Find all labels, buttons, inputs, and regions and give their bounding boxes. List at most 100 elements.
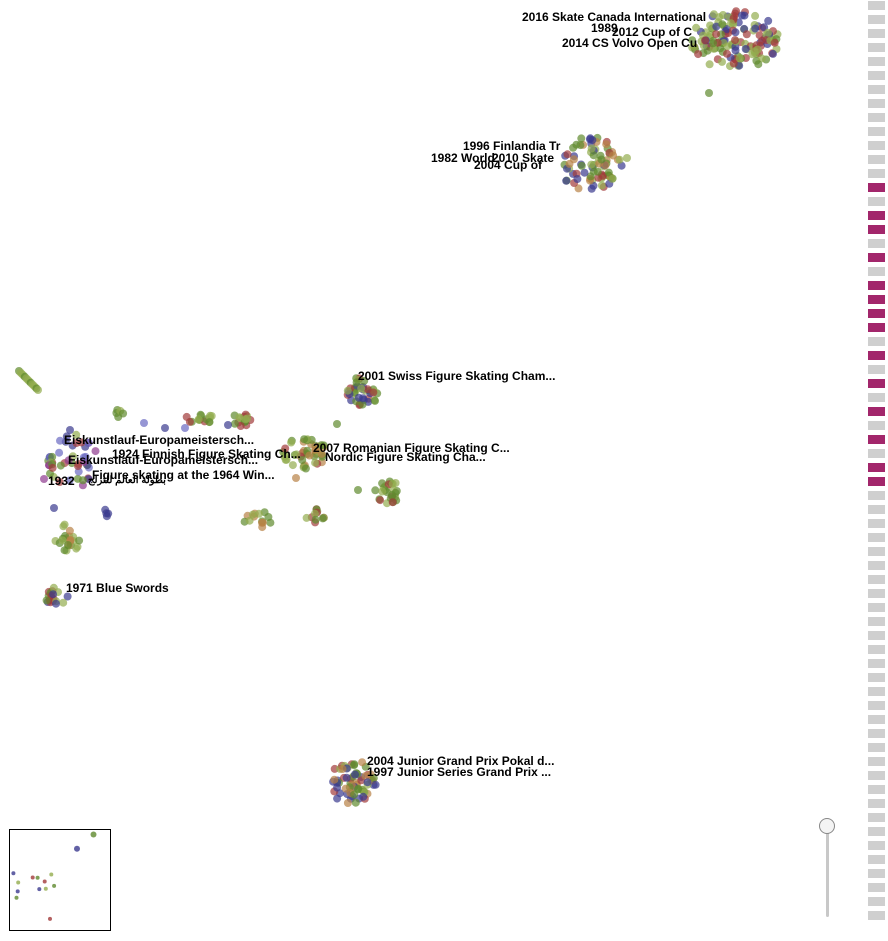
category-tick[interactable] [868,827,885,836]
category-tick[interactable] [868,197,885,206]
category-tick[interactable] [868,253,885,262]
data-point[interactable] [101,505,110,514]
category-tick[interactable] [868,267,885,276]
data-point[interactable] [351,770,359,779]
category-tick[interactable] [868,533,885,542]
data-point[interactable] [66,426,74,434]
data-point[interactable] [731,36,739,45]
cluster-label[interactable]: 1932 [48,474,75,488]
data-point[interactable] [608,174,617,183]
cluster-label[interactable]: 1971 Blue Swords [66,581,169,595]
data-point[interactable] [64,456,73,465]
data-point[interactable] [361,772,370,781]
data-point[interactable] [119,409,128,418]
data-point[interactable] [55,478,64,486]
data-point[interactable] [388,498,397,507]
data-point[interactable] [342,773,351,782]
data-point[interactable] [358,400,367,409]
category-tick[interactable] [868,113,885,122]
data-point[interactable] [56,436,64,445]
data-point[interactable] [731,46,740,55]
data-point[interactable] [333,420,341,428]
data-point[interactable] [764,28,772,37]
data-point[interactable] [352,378,361,387]
category-tick[interactable] [868,897,885,906]
category-tick[interactable] [868,183,885,192]
data-point[interactable] [343,799,352,807]
data-point[interactable] [731,28,740,37]
category-tick[interactable] [868,617,885,626]
data-point[interactable] [363,778,372,787]
data-point[interactable] [287,438,296,447]
data-point[interactable] [369,388,378,397]
data-point[interactable] [576,141,585,150]
data-point[interactable] [74,462,82,471]
data-point[interactable] [140,419,148,427]
data-point[interactable] [712,22,721,31]
minimap[interactable] [9,829,111,931]
cluster-label[interactable]: Eiskunstlauf-Europameistersch... [68,453,259,467]
data-point[interactable] [690,42,699,51]
data-point[interactable] [359,792,368,801]
data-point[interactable] [50,504,58,512]
data-point[interactable] [245,516,254,525]
category-tick[interactable] [868,813,885,822]
data-point[interactable] [59,598,68,607]
data-point[interactable] [573,175,582,183]
data-point[interactable] [723,49,731,58]
category-tick[interactable] [868,785,885,794]
data-point[interactable] [72,544,81,553]
data-point[interactable] [341,784,350,793]
category-tick[interactable] [868,239,885,248]
category-tick[interactable] [868,841,885,850]
data-point[interactable] [59,522,68,531]
data-point[interactable] [609,151,618,160]
data-point[interactable] [574,184,583,193]
data-point[interactable] [62,432,71,441]
data-point[interactable] [56,461,65,470]
category-tick[interactable] [868,519,885,528]
data-point[interactable] [735,54,744,63]
category-tick[interactable] [868,771,885,780]
data-point[interactable] [161,424,169,432]
scatter-plot[interactable] [0,0,864,941]
zoom-slider-track[interactable] [826,827,829,917]
category-tick[interactable] [868,757,885,766]
category-tick[interactable] [868,449,885,458]
data-point[interactable] [770,38,779,47]
data-point[interactable] [738,11,746,20]
data-point[interactable] [343,386,352,395]
data-point[interactable] [281,455,290,464]
data-point[interactable] [91,447,100,456]
category-tick[interactable] [868,295,885,304]
data-point[interactable] [718,20,727,29]
data-point[interactable] [754,60,763,69]
cluster-label[interactable]: Figure skating at the 1964 Win... [92,468,275,482]
data-point[interactable] [351,798,360,807]
data-point[interactable] [727,19,735,28]
category-tick[interactable] [868,743,885,752]
data-point[interactable] [371,780,380,789]
data-point[interactable] [757,54,766,63]
data-point[interactable] [705,60,714,69]
data-point[interactable] [577,161,586,170]
data-point[interactable] [764,16,773,25]
data-point[interactable] [300,435,309,444]
data-point[interactable] [78,476,87,485]
data-point[interactable] [264,513,273,521]
data-point[interactable] [302,513,311,522]
data-point[interactable] [587,160,596,169]
data-point[interactable] [34,386,42,394]
data-point[interactable] [350,790,359,799]
data-point[interactable] [258,523,267,532]
data-point[interactable] [63,592,72,601]
category-tick[interactable] [868,421,885,430]
cluster-label[interactable]: 2004 Junior Grand Prix Pokal d... [367,754,555,768]
category-tick[interactable] [868,645,885,654]
category-tick[interactable] [868,715,885,724]
category-tick[interactable] [868,211,885,220]
data-point[interactable] [597,181,606,190]
data-point[interactable] [65,526,74,535]
data-point[interactable] [182,412,191,421]
category-tick[interactable] [868,603,885,612]
